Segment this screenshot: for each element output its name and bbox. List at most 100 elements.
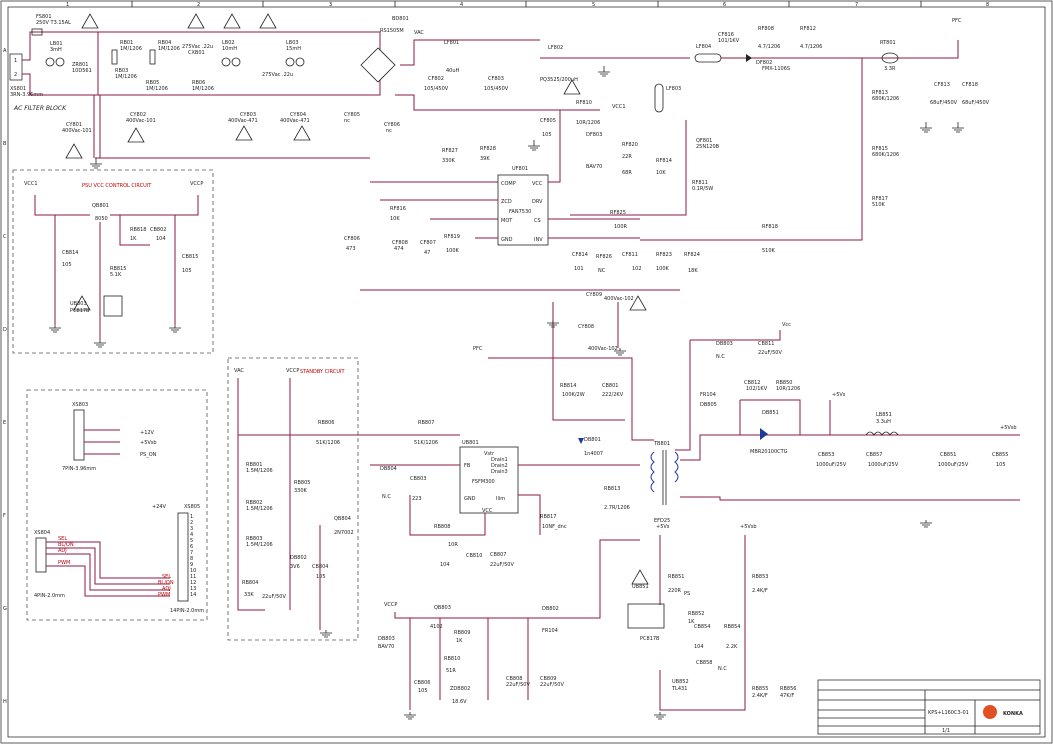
rb853-ref: RB853 — [752, 574, 768, 580]
cb855-val: 105 — [996, 462, 1006, 468]
cb809-ref: CB809 — [540, 676, 556, 682]
lb03-val: 15mH — [286, 46, 301, 52]
konka-logo — [983, 705, 997, 719]
db804-ref: DB804 — [380, 466, 397, 472]
rb805-val: 330K — [294, 488, 308, 494]
uf801-label: UF801 — [512, 166, 528, 172]
xs804-pin-label: ADJ — [58, 548, 67, 554]
cy804-val: 400Vac-471 — [280, 118, 310, 124]
xs803-pin-label: +5Vsb — [140, 440, 157, 446]
pfc-stage: VAC LF801 40uH CF802 105/450V CF803 105/… — [344, 18, 990, 291]
cb804-ref: CB804 — [312, 564, 328, 570]
df802-diode — [746, 54, 752, 62]
xs803-ref: XS803 — [72, 402, 88, 408]
rb850-val: 10R/1206 — [776, 386, 800, 392]
rf820-val: 22R — [622, 154, 632, 160]
cb858-val: N.C — [718, 666, 727, 672]
cb807-ref: CB807 — [490, 552, 506, 558]
xs801-val: 3RN-3.96mm — [10, 92, 43, 98]
uf801-ic — [497, 174, 549, 246]
db802b-val: FR104 — [542, 628, 558, 634]
rb802-ref: RB802 — [246, 500, 262, 506]
xs804-name: 4PIN-2.0mm — [34, 593, 65, 599]
cb812-val: 102/1KV — [746, 386, 768, 392]
cb814-ref: CB814 — [62, 250, 78, 256]
ub801-label: UB801 — [462, 440, 479, 446]
cb851-ref: CB851 — [940, 452, 956, 458]
cb810-val: 104 — [440, 562, 450, 568]
lb851-ref: LB851 — [876, 412, 892, 418]
vcc-control-title: PSU VCC CONTROL CIRCUIT — [82, 183, 152, 189]
cf807-ref: CF807 — [420, 240, 436, 246]
cb811-val: 22uF/50V — [758, 350, 782, 356]
cxb01-ref: CXB01 — [188, 50, 205, 56]
net-5vsb-label: +5Vsb — [1000, 425, 1017, 431]
rb801-ref: RB801 — [246, 462, 262, 468]
cy803-ref: CY803 — [240, 112, 256, 118]
rb804-val: 33K — [244, 592, 254, 598]
rb06-val: 1M/1206 — [192, 86, 214, 92]
ruler-letter: A — [3, 48, 7, 54]
cb806-val: 105 — [418, 688, 428, 694]
net-24v-label: +24V — [152, 504, 167, 510]
rb06-ref: RB06 — [192, 80, 205, 86]
rb854-val: 2.2K — [726, 644, 738, 650]
cf811-val: 102 — [632, 266, 642, 272]
ub852-ref: UB852 — [672, 679, 689, 685]
rf824-val: 18K — [688, 268, 698, 274]
ruler-number: 5 — [592, 2, 595, 8]
cy805-ref: CY805 — [344, 112, 360, 118]
lb02-val: 10mH — [222, 46, 237, 52]
xs805-ref: XS805 — [184, 504, 200, 510]
xs805-pin-label: BL/ON — [158, 580, 174, 586]
ub801-pin: Vstr — [484, 451, 495, 457]
db851-diode-a — [760, 428, 768, 440]
uf801-pin: VCC — [532, 181, 543, 187]
db802-ref: DB802 — [290, 555, 307, 561]
xs804-pin-label: PWM — [58, 560, 70, 566]
cf806-val: 473 — [346, 246, 356, 252]
cb801-val: 222/2KV — [602, 392, 624, 398]
rb05-val: 1M/1206 — [146, 86, 168, 92]
cf816-ref: CF816 — [718, 32, 734, 38]
cf813-ref: CF813 — [934, 82, 950, 88]
net-vcc1-label: VCC1 — [612, 104, 626, 110]
lb851-val: 3.3uH — [876, 419, 891, 425]
rf823-ref: RF823 — [656, 252, 672, 258]
cy805-val: nc — [344, 118, 350, 124]
ub801-pin: VCC — [482, 508, 493, 514]
zr801-val: 10D561 — [72, 68, 92, 74]
rf811-val: 0.1R/5W — [692, 186, 713, 192]
cf805-val: 105 — [542, 132, 552, 138]
rb817-val: 10NF_dnc — [542, 524, 567, 530]
ruler-letter: B — [3, 141, 7, 147]
uf801-pin: INV — [534, 237, 543, 243]
ub803-val: PC817B — [70, 308, 90, 314]
df803-ref: DF803 — [586, 132, 602, 138]
standby-title: STANDBY CIRCUIT — [300, 369, 345, 375]
rf810-val: 10R/1206 — [576, 120, 600, 126]
cf806-ref: CF806 — [344, 236, 360, 242]
cf816-val: 101/1KV — [718, 38, 740, 44]
db803b-ref: DB803 — [378, 636, 395, 642]
db803-ref: DB803 — [716, 341, 733, 347]
cy808-val: 400Vac-102 — [588, 346, 618, 352]
rb808-ref: RB808 — [434, 524, 450, 530]
cb855-ref: CB855 — [992, 452, 1008, 458]
ruler-number: 6 — [723, 2, 726, 8]
rb01-ref: RB01 — [120, 40, 133, 46]
lf802-val: PQ3525/200uH — [540, 77, 578, 83]
rf827-val: 330K — [442, 158, 456, 164]
ub803-ref: UB803 — [70, 301, 87, 307]
cy802-ref: CY802 — [130, 112, 146, 118]
rb04-val: 1M/1206 — [158, 46, 180, 52]
rb852-val: 1K — [688, 619, 695, 625]
uf801-pin: ZCD — [501, 199, 512, 205]
drawing-number: KPS+L160C3-01 — [928, 710, 969, 716]
net-5vsb-fb: +5Vsb — [740, 524, 757, 530]
cy801-ref: CY801 — [66, 122, 82, 128]
sheet-inner-frame — [7, 6, 1046, 738]
grid-ruler: 1 2 3 4 5 6 7 8 A B C D E F G H — [3, 1, 989, 705]
